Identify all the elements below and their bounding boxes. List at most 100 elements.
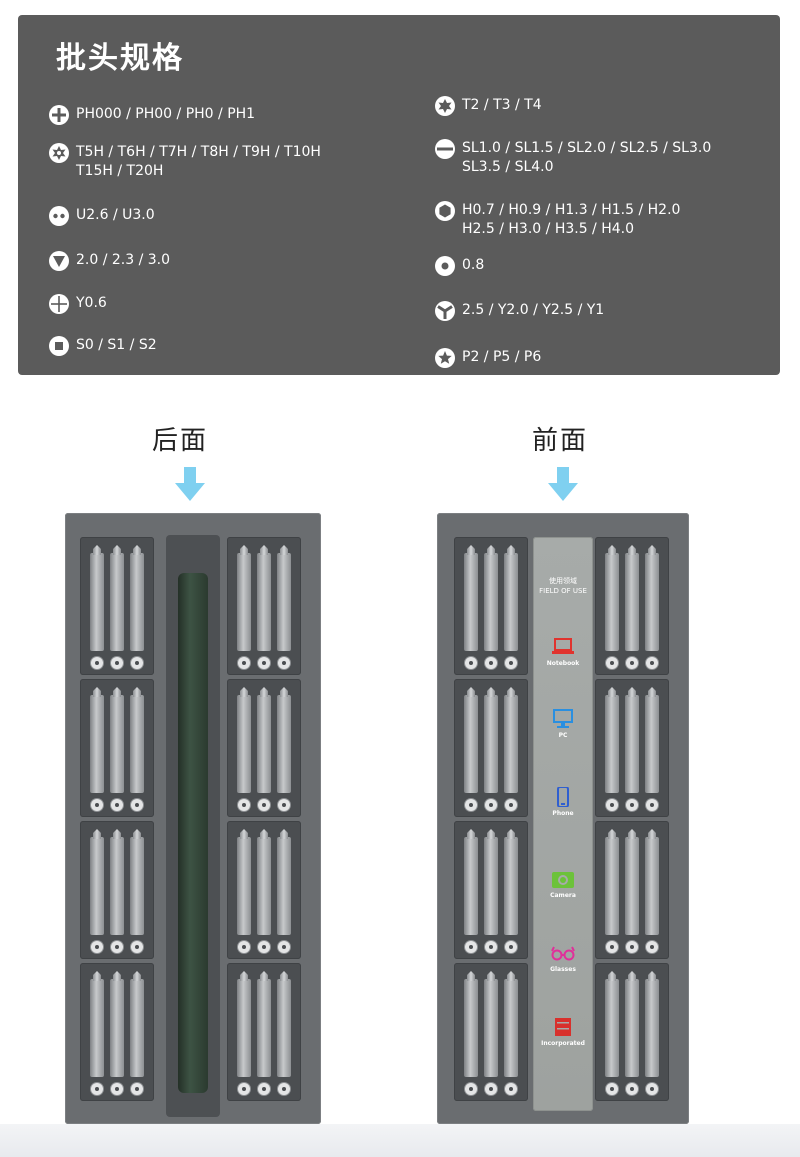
back-case [65,513,321,1124]
spec-panel: 批头规格 PH000 / PH00 / PH0 / PH1 T5H / T6H … [18,15,780,375]
bit-compartment [454,537,528,675]
use-item-pc: PC [533,709,593,739]
screwdriver-bit [484,837,498,935]
screwdriver-bit [237,837,251,935]
bit-type-icon [505,941,517,953]
screwdriver-bit [605,979,619,1077]
screwdriver-bit [605,553,619,651]
spec-text: 2.0 / 2.3 / 3.0 [76,252,171,268]
bit-type-icon [278,657,290,669]
camera-icon [552,872,574,888]
bit-compartment [454,821,528,959]
bit-compartment [595,537,669,675]
bit-type-icon [258,1083,270,1095]
bit-type-icon [646,657,658,669]
bit-type-icon [626,941,638,953]
screwdriver-bit [237,553,251,651]
bit-compartment [227,963,301,1101]
use-item-camera: Camera [533,869,593,899]
use-item-incorporated: Incorporated [533,1017,593,1047]
u-type-icon [49,206,69,226]
screwdriver-bit [257,837,271,935]
spec-text: 0.8 [462,257,485,273]
bit-type-icon [485,799,497,811]
bit-type-icon [238,657,250,669]
bit-compartment [80,537,154,675]
spec-text: Y0.6 [76,295,107,311]
screwdriver-bit [605,837,619,935]
back-label: 后面 [152,426,209,456]
bit-type-icon [111,941,123,953]
use-item-notebook: Notebook [533,637,593,667]
screwdriver-bit [645,553,659,651]
spec-item-tri-wing: 2.5 / Y2.0 / Y2.5 / Y1 [434,301,604,322]
screwdriver-bit [277,837,291,935]
bit-type-icon [91,941,103,953]
center-dot-icon [435,256,455,276]
bit-type-icon [131,941,143,953]
bit-compartment [454,679,528,817]
screwdriver-bit [130,837,144,935]
screwdriver-bit [625,979,639,1077]
spec-text: S0 / S1 / S2 [76,337,157,353]
bit-type-icon [465,1083,477,1095]
spec-item-u-type: U2.6 / U3.0 [48,206,155,227]
tri-wing-icon [435,301,455,321]
use-item-phone: Phone [533,787,593,817]
screwdriver-bit [90,695,104,793]
screwdriver-bit [504,837,518,935]
screwdriver-bit [130,979,144,1077]
spec-text: T5H / T6H / T7H / T8H / T9H / T10H [76,144,321,160]
screwdriver-bit [504,553,518,651]
triangle-icon [49,251,69,271]
screwdriver-bit [277,979,291,1077]
bit-type-icon [238,799,250,811]
spec-text: T2 / T3 / T4 [462,97,542,113]
use-label: Phone [552,810,574,817]
screwdriver-bit [237,695,251,793]
square-icon [49,336,69,356]
bit-type-icon [278,799,290,811]
pentalobe-icon [435,348,455,368]
laptop-icon [552,638,574,654]
spec-text: PH000 / PH00 / PH0 / PH1 [76,106,256,122]
screwdriver-bit [625,695,639,793]
screwdriver-bit [645,695,659,793]
use-label: PC [558,732,568,739]
bit-type-icon [111,1083,123,1095]
use-label: Notebook [546,660,580,667]
screwdriver-bit [625,553,639,651]
use-label: Camera [550,892,576,899]
bit-type-icon [505,657,517,669]
screwdriver-bit [645,979,659,1077]
spec-text: H2.5 / H3.0 / H3.5 / H4.0 [462,221,635,237]
bit-compartment [595,963,669,1101]
screwdriver-handle [178,573,208,1093]
monitor-icon [553,709,573,728]
bit-type-icon [91,799,103,811]
bit-type-icon [131,1083,143,1095]
bit-type-icon [258,799,270,811]
spec-text: U2.6 / U3.0 [76,207,155,223]
screwdriver-bit [110,979,124,1077]
use-label: Incorporated [541,1040,585,1047]
down-arrow-icon [175,467,205,501]
bit-type-icon [238,941,250,953]
bit-type-icon [278,1083,290,1095]
bit-type-icon [505,1083,517,1095]
screwdriver-bit [90,837,104,935]
screwdriver-bit [277,695,291,793]
screwdriver-bit [130,553,144,651]
screwdriver-bit [484,979,498,1077]
spec-item-phillips: PH000 / PH00 / PH0 / PH1 [48,105,255,126]
screwdriver-bit [464,837,478,935]
bit-compartment [595,679,669,817]
bottom-band [0,1124,800,1157]
spec-item-pentalobe: P2 / P5 / P6 [434,348,541,369]
screwdriver-bit [257,979,271,1077]
bit-compartment [80,963,154,1101]
screwdriver-bit [110,695,124,793]
bit-type-icon [258,657,270,669]
